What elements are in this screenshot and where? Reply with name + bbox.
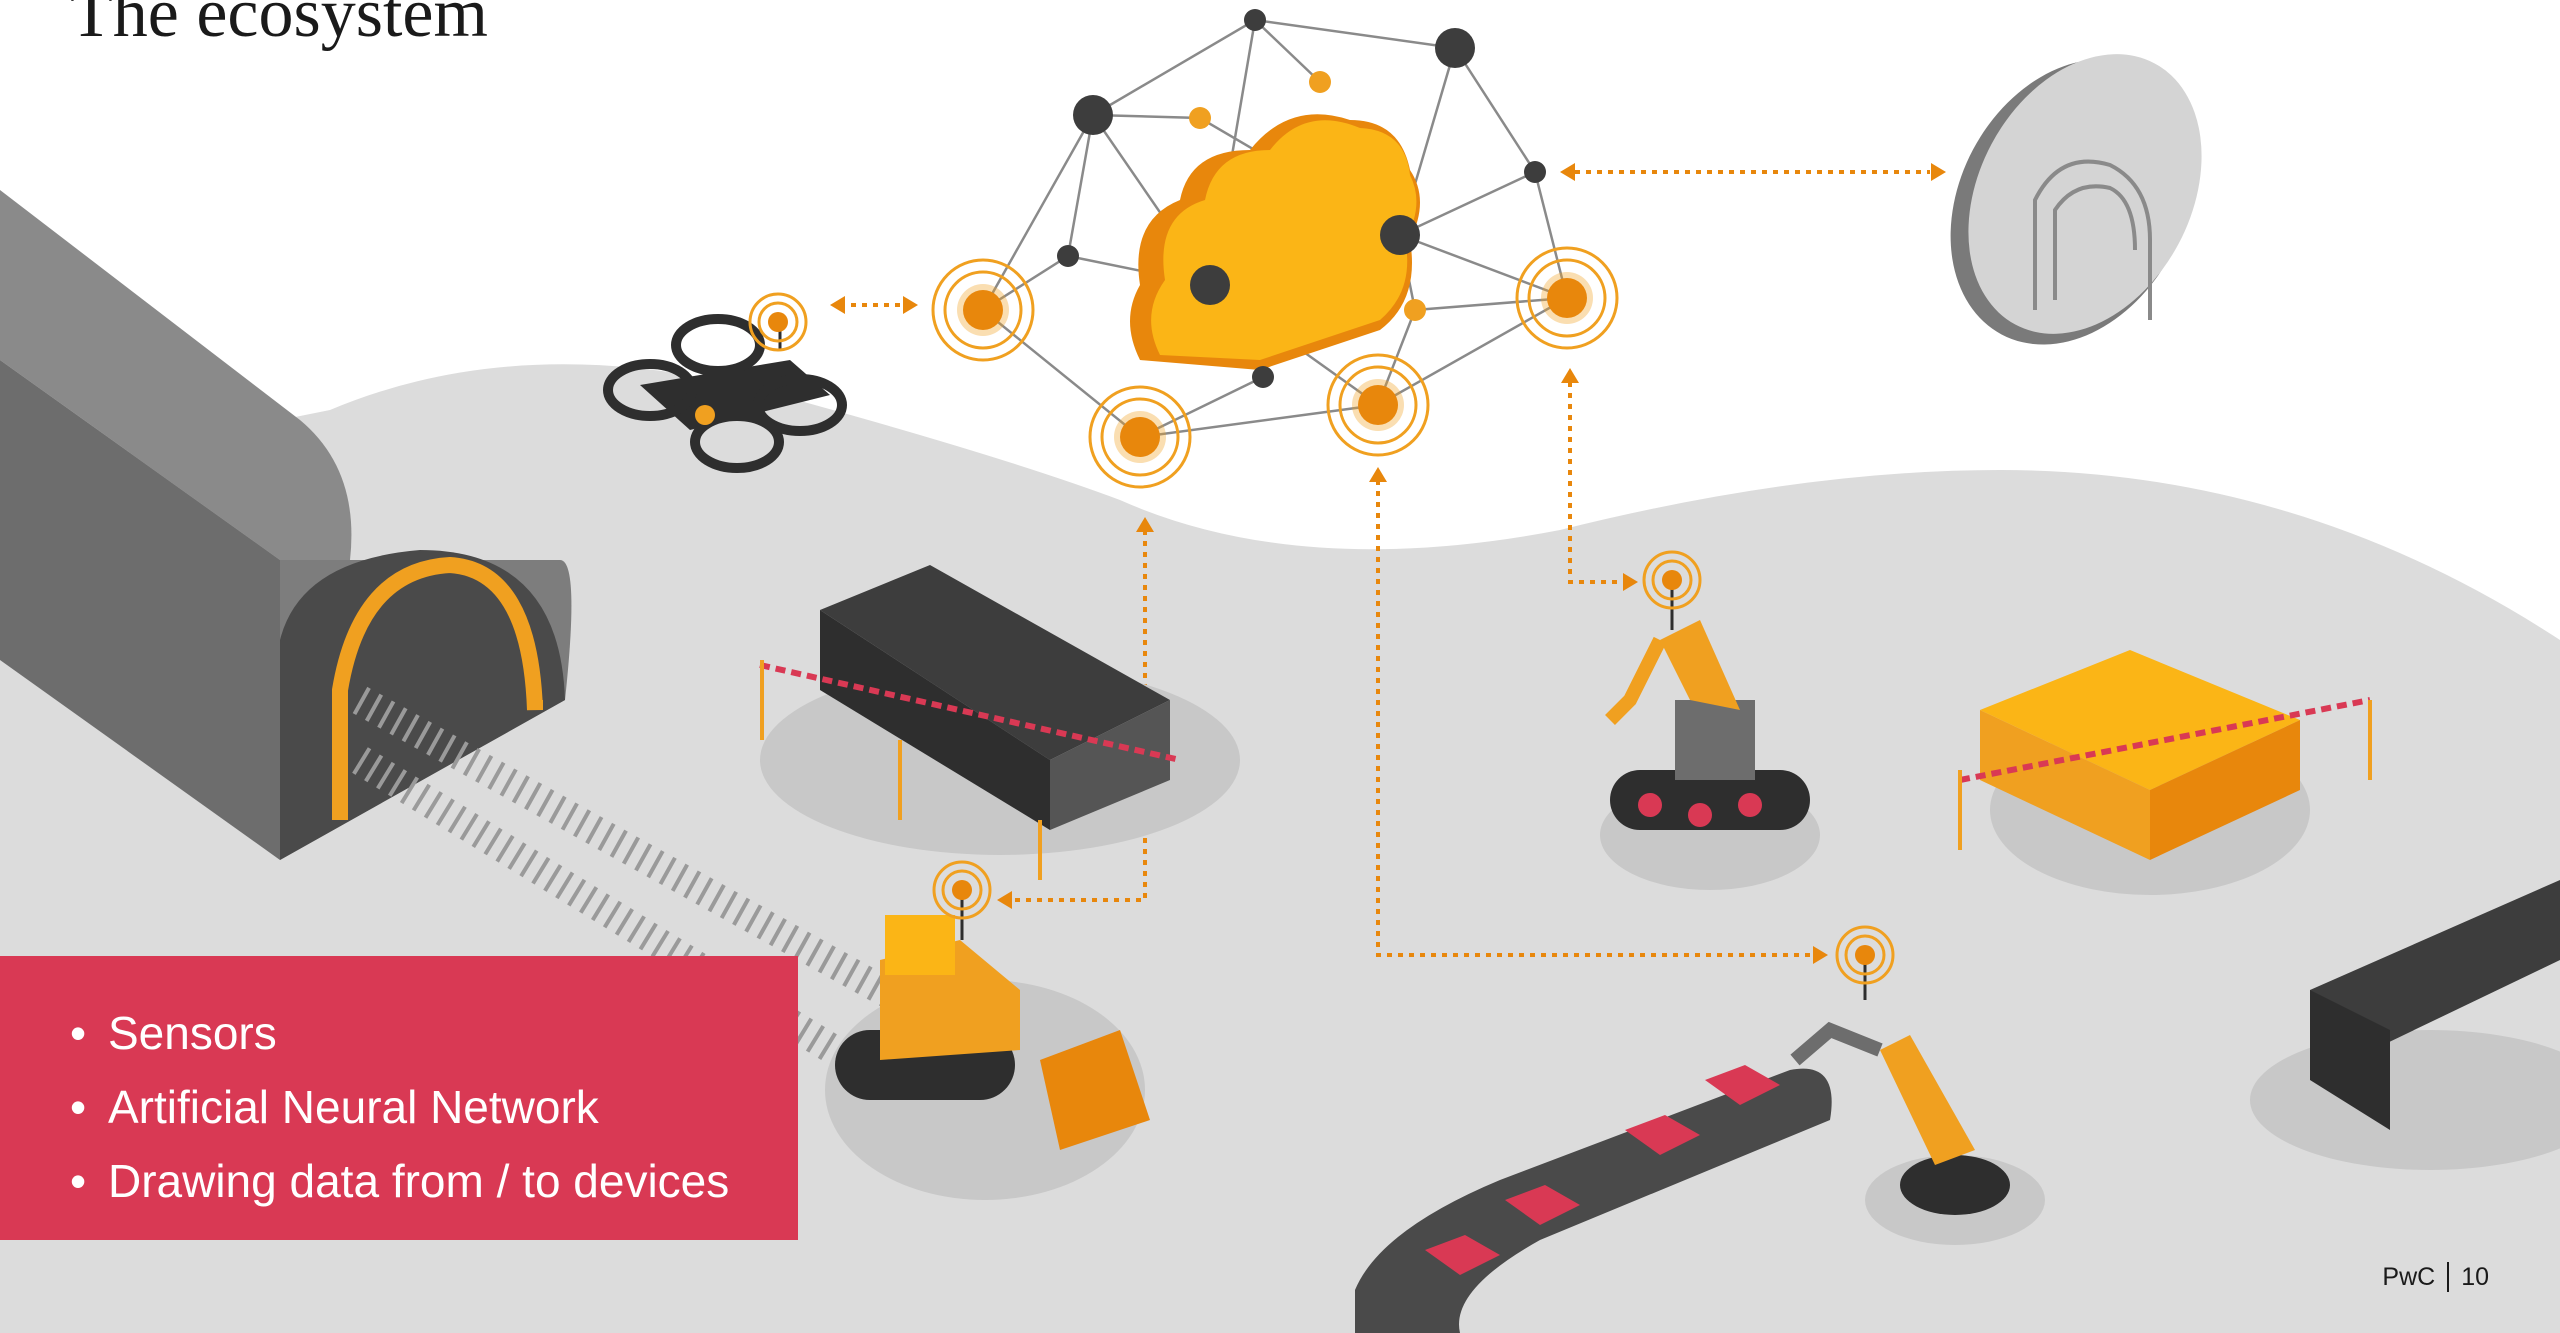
bullet-dot-icon: • [70,1155,87,1207]
drone-icon [603,314,847,473]
page-number: 10 [2461,1262,2489,1291]
footer-divider [2447,1262,2450,1292]
concrete-slabs-icon [2250,880,2560,1170]
signal-node [931,258,1035,362]
robot-arm-icon [1600,580,1820,890]
concrete-slabs-icon [759,565,1240,880]
antenna-signal-icon [932,860,992,920]
lumber-stack-icon [1958,650,2372,895]
antenna-signal-icon [1642,550,1702,610]
bullet-panel: • Sensors • Artificial Neural Network • Dra… [0,956,798,1240]
footer: PwC 10 [2382,1262,2489,1292]
tunnel-icon [0,190,572,860]
bullet-text: Drawing data from / to devices [108,1155,730,1207]
footer-brand: PwC [2382,1262,2436,1291]
bullet-item-sensors: • Sensors [70,996,798,1070]
network-nodes [1057,9,1546,388]
bulldozer-icon [825,890,1150,1200]
bullet-dot-icon: • [70,1007,87,1059]
signal-node [1515,246,1619,350]
network-orange-nodes [1189,71,1426,321]
bullet-text: Artificial Neural Network [108,1081,599,1133]
arrow-heads [830,163,1946,964]
signal-node [1088,385,1192,489]
bullet-dot-icon: • [70,1081,87,1133]
antenna-signal-icon [1835,925,1895,985]
antenna-signal-icon [748,292,808,352]
signal-node [1326,353,1430,457]
bullet-item-drawing-data: • Drawing data from / to devices [70,1144,798,1218]
bullet-text: Sensors [108,1007,277,1059]
tunnel-badge-icon [1950,54,2202,345]
conveyor-robot-icon [1355,955,2045,1333]
slide-title: The ecosystem [70,0,488,52]
connection-lines [840,170,1930,957]
bullet-item-neural-network: • Artificial Neural Network [70,1070,798,1144]
bullet-list: • Sensors • Artificial Neural Network • Dra… [70,996,798,1218]
cloud-network-icon [1130,114,1420,371]
